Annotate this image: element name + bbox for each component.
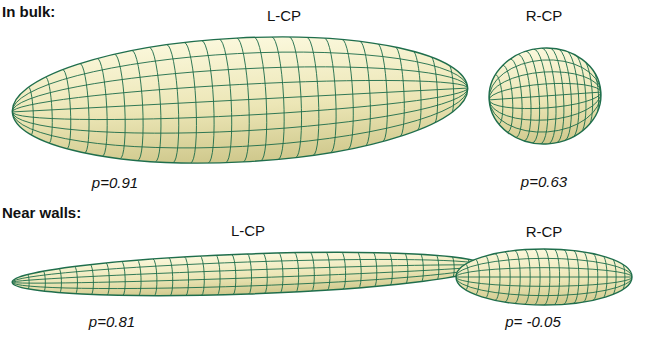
mesh-long (12, 266, 484, 294)
mesh-long (12, 88, 470, 158)
mesh-ring (389, 253, 393, 285)
mesh-long (11, 57, 468, 112)
mesh-ring (452, 257, 454, 277)
mesh-long (12, 88, 468, 127)
mesh-ring (90, 265, 94, 295)
ellipsoid (456, 249, 632, 305)
mesh-ring (326, 252, 331, 290)
value-label: p=0.81 (89, 313, 135, 331)
value-label: p=0.63 (521, 173, 567, 191)
mesh-ring (75, 266, 78, 293)
mesh-ring (122, 261, 126, 295)
mesh-long (456, 277, 632, 286)
mesh-long (12, 88, 469, 143)
mesh-ring (310, 252, 315, 291)
ellipsoid-body (456, 249, 632, 305)
mesh-long (456, 258, 632, 277)
mesh-ring (279, 253, 284, 293)
ellipsoid-body (486, 44, 604, 148)
ellipsoid-outline (11, 246, 484, 302)
mesh-ring (294, 253, 299, 292)
mesh-lines (486, 44, 604, 148)
mesh-long (489, 92, 603, 136)
mesh-long (487, 68, 600, 100)
ellipsoid (11, 246, 484, 302)
mesh-ring (420, 254, 423, 281)
particle-label: R-CP (526, 223, 563, 241)
mesh-ring (106, 263, 110, 295)
mesh-ring (169, 258, 174, 296)
mesh-long (489, 92, 601, 100)
mesh-long (12, 88, 467, 112)
ellipsoid (486, 44, 604, 148)
mesh-long (488, 80, 601, 100)
mesh-long (456, 277, 632, 296)
mesh-long (12, 73, 468, 112)
section-heading: Near walls: (2, 204, 81, 222)
mesh-ring (59, 269, 62, 293)
mesh-lines (11, 246, 484, 302)
mesh-ring (357, 252, 361, 287)
mesh-ring (184, 257, 189, 296)
mesh-lines (9, 26, 471, 174)
section-heading: In bulk: (2, 3, 55, 21)
ellipsoid-outline (9, 26, 471, 174)
mesh-ring (405, 254, 409, 284)
mesh-ring (263, 253, 268, 293)
particle-label: L-CP (267, 7, 301, 25)
mesh-ring (43, 271, 45, 291)
mesh-ring (342, 252, 346, 289)
mesh-ring (153, 259, 157, 296)
mesh-ring (200, 256, 205, 295)
ellipsoid-body (9, 26, 471, 174)
mesh-ring (137, 260, 141, 295)
mesh-ring (373, 253, 377, 287)
mesh-ring (247, 254, 252, 294)
ellipsoid-body (11, 246, 484, 302)
mesh-long (487, 56, 601, 100)
ellipsoid-outline (486, 44, 604, 148)
ellipsoid (9, 26, 471, 174)
mesh-ring (232, 254, 237, 294)
mesh-ring (436, 255, 439, 279)
mesh-long (10, 42, 468, 112)
particle-label: R-CP (526, 7, 563, 25)
mesh-long (456, 277, 632, 278)
mesh-ring (216, 255, 221, 295)
ellipsoid-outline (456, 249, 632, 305)
mesh-lines (456, 249, 632, 305)
particle-label: L-CP (231, 222, 265, 240)
mesh-long (489, 92, 602, 112)
mesh-ring (28, 274, 30, 288)
value-label: p=0.91 (92, 174, 138, 192)
mesh-long (456, 268, 632, 277)
value-label: p= -0.05 (505, 313, 560, 331)
